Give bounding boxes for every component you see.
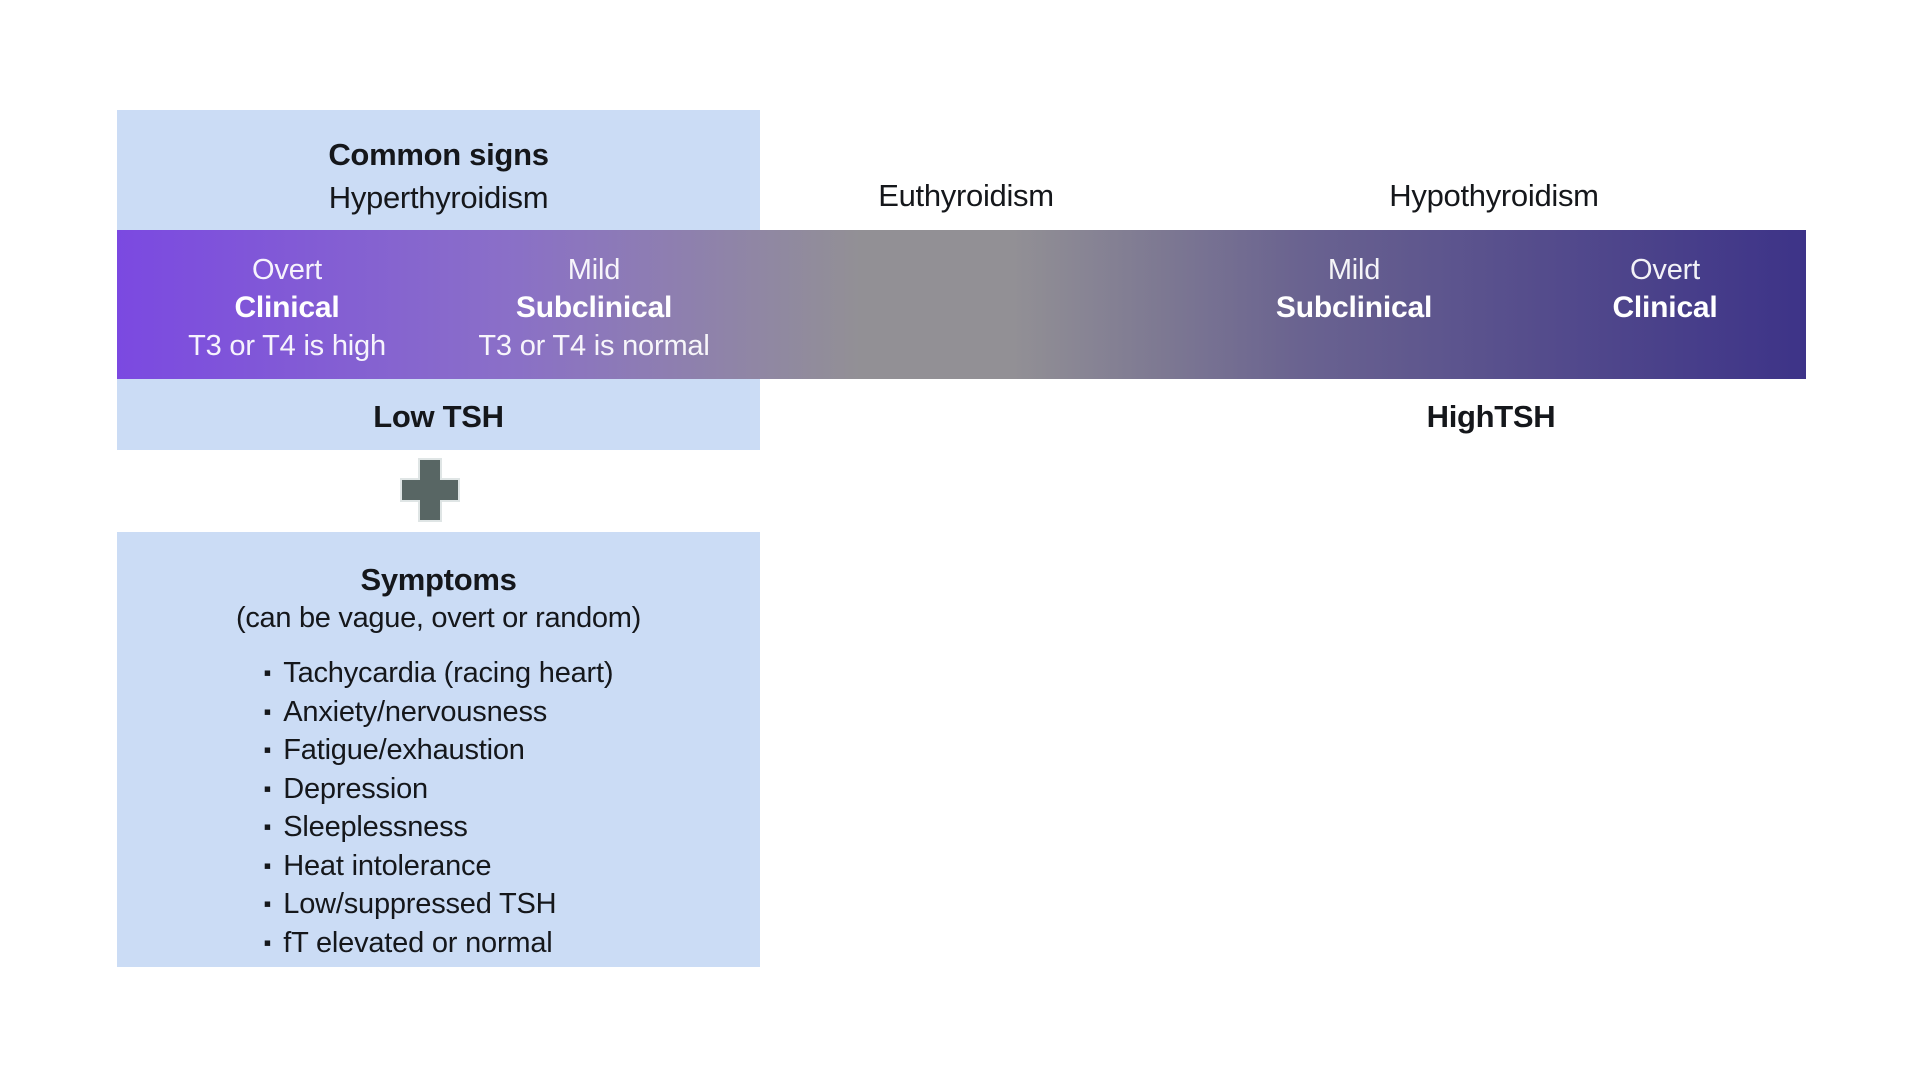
bullet-icon: ▪ <box>263 660 272 685</box>
bullet-icon: ▪ <box>263 814 272 839</box>
common-signs-title: Common signs <box>328 137 549 172</box>
symptom-text: Fatigue/exhaustion <box>283 734 525 766</box>
symptom-item: ▪ Sleeplessness <box>264 809 614 848</box>
symptom-item: ▪ Low/suppressed TSH <box>264 886 614 925</box>
symptom-item: ▪ Depression <box>264 771 614 810</box>
hypothyroidism-label: Hypothyroidism <box>1389 178 1599 213</box>
bar-column-mild-subclinical-left: Mild Subclinical T3 or T4 is normal <box>478 230 709 365</box>
severity-label: Overt <box>252 254 322 286</box>
bullet-icon: ▪ <box>263 737 272 762</box>
plus-icon-vertical-bar-inner <box>420 460 440 520</box>
bar-column-overt-clinical-left: Overt Clinical T3 or T4 is high <box>188 230 386 365</box>
symptoms-panel: Symptoms (can be vague, overt or random)… <box>117 532 760 967</box>
symptom-text: Anxiety/nervousness <box>283 695 548 728</box>
kind-label: Clinical <box>1612 291 1718 324</box>
plus-icon <box>402 460 458 520</box>
kind-label: Subclinical <box>1275 291 1433 324</box>
symptom-text: Tachycardia (racing heart) <box>283 657 614 689</box>
symptom-text: fT elevated or normal <box>283 926 553 959</box>
bullet-icon: ▪ <box>263 775 272 801</box>
high-tsh-label: HighTSH <box>1426 399 1556 434</box>
severity-label: Overt <box>1630 254 1700 286</box>
lab-result-label: T3 or T4 is high <box>188 330 386 362</box>
symptom-text: Sleeplessness <box>283 811 468 843</box>
symptom-text: Heat intolerance <box>283 849 492 882</box>
bar-column-overt-clinical-right: Overt Clinical <box>1612 230 1717 327</box>
bar-column-mild-subclinical-right: Mild Subclinical <box>1276 230 1432 327</box>
bullet-icon: ▪ <box>263 929 272 955</box>
bullet-icon: ▪ <box>263 891 272 916</box>
symptom-item: ▪ fT elevated or normal <box>264 925 614 964</box>
hyperthyroidism-label: Hyperthyroidism <box>328 180 549 215</box>
bullet-icon: ▪ <box>263 852 272 878</box>
low-tsh-label: Low TSH <box>373 399 504 434</box>
lab-result-label: T3 or T4 is normal <box>478 330 710 362</box>
symptom-text: Depression <box>283 772 428 805</box>
symptom-item: ▪ Fatigue/exhaustion <box>264 732 614 771</box>
kind-label: Subclinical <box>515 291 673 324</box>
spectrum-bar: Overt Clinical T3 or T4 is high Mild Sub… <box>117 230 1806 379</box>
symptom-item: ▪ Anxiety/nervousness <box>264 694 614 733</box>
symptom-item: ▪ Tachycardia (racing heart) <box>264 655 614 694</box>
severity-label: Mild <box>1327 254 1381 286</box>
severity-label: Mild <box>567 254 621 286</box>
symptom-text: Low/suppressed TSH <box>283 888 557 920</box>
kind-label: Clinical <box>234 291 340 324</box>
bullet-icon: ▪ <box>263 698 272 724</box>
euthyroidism-label: Euthyroidism <box>878 178 1054 213</box>
symptoms-subtitle: (can be vague, overt or random) <box>236 602 641 634</box>
symptom-list-container: ▪ Tachycardia (racing heart) ▪ Anxiety/ner… <box>117 655 760 963</box>
symptoms-title: Symptoms <box>360 562 517 597</box>
symptom-list: ▪ Tachycardia (racing heart) ▪ Anxiety/ner… <box>264 655 614 963</box>
symptom-item: ▪ Heat intolerance <box>264 848 614 887</box>
